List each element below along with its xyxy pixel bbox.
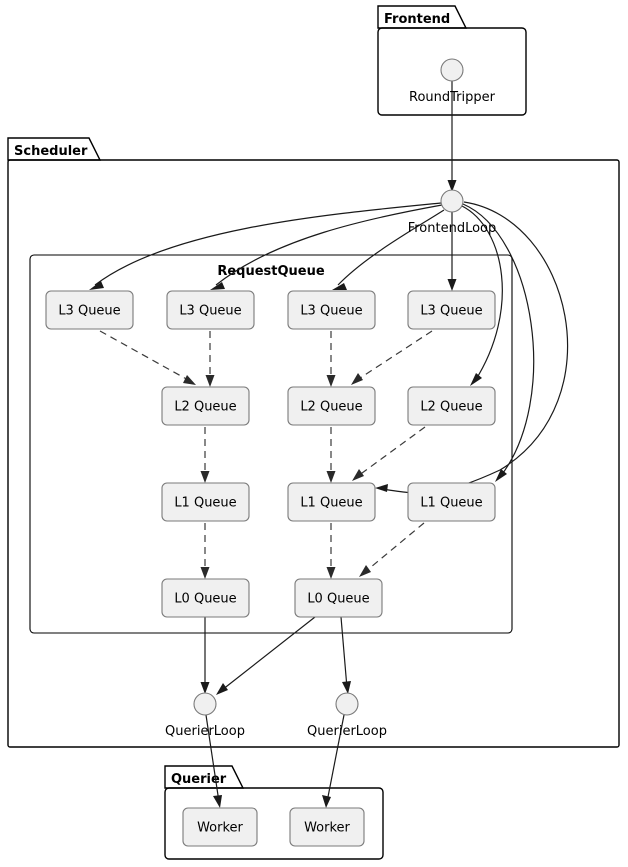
node-l1-queue-2-box[interactable] bbox=[287, 482, 376, 522]
edge-l2-3-to-l1-2 bbox=[352, 426, 426, 481]
node-l1-queue-1-label: L1 Queue bbox=[174, 496, 236, 511]
node-l1-queue-3-label: L1 Queue bbox=[420, 496, 482, 511]
edge-l0-1-to-querierloop-1 bbox=[200, 617, 210, 694]
edge-l0-2-to-querierloop-2 bbox=[340, 616, 351, 694]
node-l0-queue-1-box[interactable] bbox=[161, 578, 250, 618]
edge-querierloop-2-to-worker-2 bbox=[322, 714, 345, 808]
node-l0-queue-2-label: L0 Queue bbox=[307, 592, 369, 607]
interface-roundtripper[interactable]: RoundTripper bbox=[409, 58, 496, 105]
interface-querierloop-2-label: QuerierLoop bbox=[307, 724, 387, 739]
node-l3-queue-1-label: L3 Queue bbox=[58, 304, 120, 319]
node-l1-queue-3-box[interactable] bbox=[407, 482, 496, 522]
interface-frontendloop-label: FrontendLoop bbox=[408, 221, 497, 236]
edge-l3-2-to-l2-1 bbox=[205, 331, 215, 387]
edge-frontendloop-to-l3-3 bbox=[332, 209, 445, 290]
edge-frontendloop-to-l3-4 bbox=[447, 212, 457, 291]
edge-frontendloop-to-l1-3 bbox=[462, 203, 535, 482]
node-l0-queue-2[interactable]: L0 Queue bbox=[294, 578, 383, 618]
node-l2-queue-1[interactable]: L2 Queue bbox=[161, 386, 250, 426]
node-l3-queue-1[interactable]: L3 Queue bbox=[45, 290, 134, 330]
roundtripper-circle-icon[interactable] bbox=[440, 58, 464, 82]
edge-roundtripper-to-frontendloop bbox=[447, 81, 457, 192]
node-l2-queue-2-box[interactable] bbox=[287, 386, 376, 426]
package-scheduler-title: Scheduler bbox=[14, 144, 88, 159]
node-worker-1[interactable]: Worker bbox=[182, 807, 258, 847]
node-l3-queue-3-box[interactable] bbox=[287, 290, 376, 330]
package-requestqueue-title: RequestQueue bbox=[217, 264, 325, 279]
edge-l3-1-to-l2-1 bbox=[99, 330, 196, 385]
node-l3-queue-2[interactable]: L3 Queue bbox=[166, 290, 255, 330]
edge-l1-2-to-l0-2 bbox=[326, 523, 336, 579]
node-l1-queue-1[interactable]: L1 Queue bbox=[161, 482, 250, 522]
node-l3-queue-3-label: L3 Queue bbox=[300, 304, 362, 319]
node-l1-queue-2-label: L1 Queue bbox=[300, 496, 362, 511]
edge-frontendloop-to-l1-2 bbox=[375, 201, 569, 494]
node-l2-queue-1-box[interactable] bbox=[161, 386, 250, 426]
node-l2-queue-3[interactable]: L2 Queue bbox=[407, 386, 496, 426]
node-l3-queue-1-box[interactable] bbox=[45, 290, 134, 330]
node-l0-queue-2-box[interactable] bbox=[294, 578, 383, 618]
package-querier-title: Querier bbox=[171, 772, 227, 787]
frontendloop-circle-icon[interactable] bbox=[440, 189, 464, 213]
package-querier-body bbox=[164, 787, 384, 860]
node-l2-queue-3-box[interactable] bbox=[407, 386, 496, 426]
node-l3-queue-3[interactable]: L3 Queue bbox=[287, 290, 376, 330]
edge-l1-3-to-l0-2 bbox=[359, 522, 425, 577]
node-l1-queue-1-box[interactable] bbox=[161, 482, 250, 522]
node-l2-queue-1-label: L2 Queue bbox=[174, 400, 236, 415]
node-l1-queue-2[interactable]: L1 Queue bbox=[287, 482, 376, 522]
edge-frontendloop-to-l2-3 bbox=[461, 205, 503, 386]
node-l2-queue-2[interactable]: L2 Queue bbox=[287, 386, 376, 426]
node-l0-queue-1-label: L0 Queue bbox=[174, 592, 236, 607]
edge-frontendloop-to-l3-1 bbox=[89, 202, 442, 290]
interface-querierloop-1-label: QuerierLoop bbox=[165, 724, 245, 739]
package-scheduler-body bbox=[7, 159, 620, 748]
interface-querierloop-2[interactable]: QuerierLoop bbox=[307, 692, 387, 739]
interface-roundtripper-label: RoundTripper bbox=[409, 90, 496, 105]
node-l2-queue-3-label: L2 Queue bbox=[420, 400, 482, 415]
querierloop-2-circle-icon[interactable] bbox=[335, 692, 359, 716]
package-scheduler: Scheduler bbox=[7, 137, 620, 748]
edge-l2-2-to-l1-2 bbox=[326, 427, 336, 483]
package-frontend: Frontend bbox=[377, 5, 527, 116]
querierloop-1-circle-icon[interactable] bbox=[193, 692, 217, 716]
interface-frontendloop[interactable]: FrontendLoop bbox=[408, 189, 497, 236]
node-worker-2[interactable]: Worker bbox=[289, 807, 365, 847]
node-l3-queue-4-label: L3 Queue bbox=[420, 304, 482, 319]
edge-frontendloop-to-l3-2 bbox=[210, 204, 443, 290]
node-l1-queue-3[interactable]: L1 Queue bbox=[407, 482, 496, 522]
node-l3-queue-2-label: L3 Queue bbox=[179, 304, 241, 319]
node-worker-1-box[interactable] bbox=[182, 807, 258, 847]
package-requestqueue-body bbox=[29, 254, 513, 634]
node-l2-queue-2-label: L2 Queue bbox=[300, 400, 362, 415]
node-l0-queue-1[interactable]: L0 Queue bbox=[161, 578, 250, 618]
interface-querierloop-1[interactable]: QuerierLoop bbox=[165, 692, 245, 739]
edge-l2-1-to-l1-1 bbox=[200, 427, 210, 483]
package-frontend-title: Frontend bbox=[384, 12, 450, 27]
node-l3-queue-2-box[interactable] bbox=[166, 290, 255, 330]
node-l3-queue-4[interactable]: L3 Queue bbox=[407, 290, 496, 330]
edge-l3-4-to-l2-2 bbox=[351, 330, 433, 385]
node-worker-1-label: Worker bbox=[197, 821, 243, 836]
node-l3-queue-4-box[interactable] bbox=[407, 290, 496, 330]
edge-l1-1-to-l0-1 bbox=[200, 523, 210, 579]
edge-l3-3-to-l2-2 bbox=[326, 331, 336, 387]
node-worker-2-label: Worker bbox=[304, 821, 350, 836]
edge-querierloop-1-to-worker-1 bbox=[205, 714, 222, 808]
node-worker-2-box[interactable] bbox=[289, 807, 365, 847]
package-querier: Querier bbox=[164, 765, 384, 860]
edge-l0-2-to-querierloop-1 bbox=[216, 616, 316, 695]
package-requestqueue: RequestQueue bbox=[29, 254, 513, 634]
